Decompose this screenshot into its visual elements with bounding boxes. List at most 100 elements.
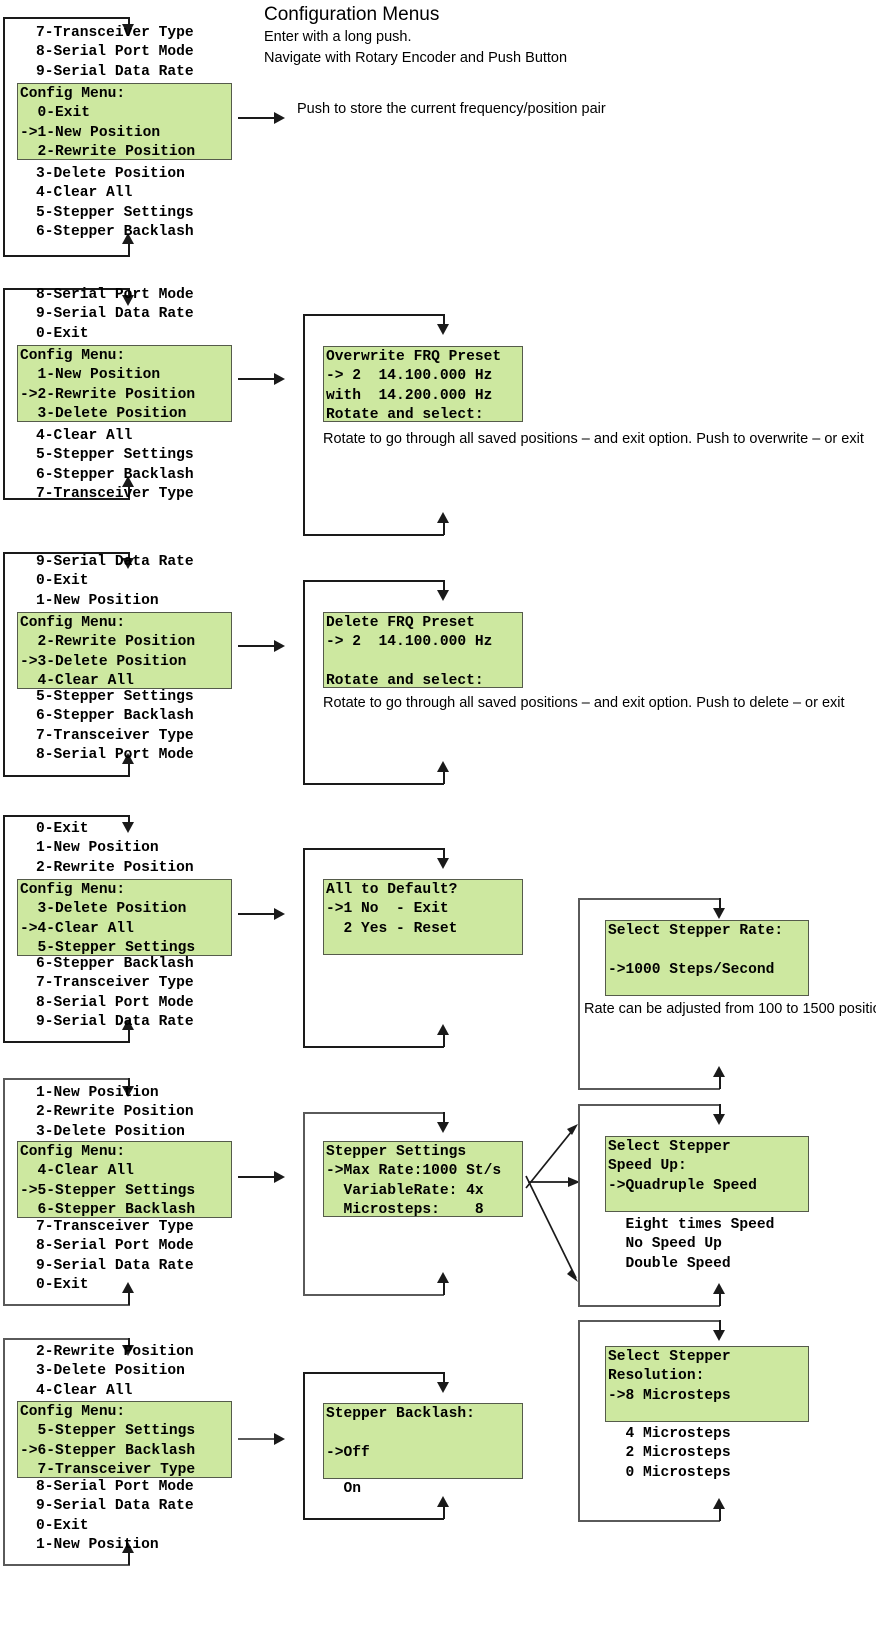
options-stepper-resolution: 4 Microsteps 2 Microsteps 0 Microsteps <box>625 1426 731 1481</box>
connector-2 <box>238 378 276 380</box>
lcd-panel-overwrite-frq <box>323 346 523 422</box>
connector-5 <box>238 1176 276 1178</box>
rate-loop-left <box>578 898 580 1090</box>
detail-loop-top-3 <box>303 580 444 582</box>
arrow-right-6 <box>274 1433 285 1445</box>
detail-down-stub-3 <box>443 580 445 592</box>
speedup-arrow-down <box>713 1114 725 1125</box>
arrow-up-2 <box>122 476 134 487</box>
options-stepper-speedup: Eight times Speed No Speed Up Double Spe… <box>625 1217 775 1272</box>
detail-up-stub-6 <box>443 1507 445 1519</box>
connector-1 <box>238 117 276 119</box>
resolution-loop-left <box>578 1320 580 1522</box>
header-line-2: Navigate with Rotary Encoder and Push Bu… <box>264 50 568 66</box>
loop-left-3 <box>3 552 5 777</box>
lcd-panel-config-menu-2 <box>17 345 232 422</box>
menu-below-3: 5-Stepper Settings 6-Stepper Backlash 7-… <box>36 689 194 763</box>
lcd-text-stepper-speedup: Select Stepper Speed Up: ->Quadruple Spe… <box>608 1139 757 1194</box>
detail-loop-bottom-2 <box>303 534 444 536</box>
menu-above-3: 9-Serial Data Rate 0-Exit 1-New Position <box>36 554 194 609</box>
loop-down-stub-5 <box>128 1078 130 1087</box>
lcd-text-stepper-resolution: Select Stepper Resolution: ->8 Microstep… <box>608 1349 731 1404</box>
detail-loop-left-6 <box>303 1372 305 1520</box>
resolution-loop-top <box>578 1320 720 1322</box>
arrow-down-4 <box>122 822 134 833</box>
lcd-panel-stepper-resolution <box>605 1346 809 1422</box>
detail-down-stub-4 <box>443 848 445 860</box>
lcd-text-2: Config Menu: 1-New Position ->2-Rewrite … <box>20 348 196 422</box>
arrow-right-2 <box>274 373 285 385</box>
arrow-down-3 <box>122 558 134 569</box>
speedup-arrow-up <box>713 1283 725 1294</box>
lcd-text-overwrite-frq: Overwrite FRQ Preset -> 2 14.100.000 Hz … <box>326 349 502 423</box>
detail-arrow-down-5 <box>437 1122 449 1133</box>
arrow-down-6 <box>122 1345 134 1356</box>
detail-up-stub-4 <box>443 1035 445 1047</box>
arrow-up-6 <box>122 1542 134 1553</box>
loop-top-2 <box>3 288 130 290</box>
loop-bottom-6 <box>3 1564 130 1566</box>
detail-loop-top-4 <box>303 848 444 850</box>
detail-arrow-down-3 <box>437 590 449 601</box>
lcd-text-stepper-settings: Stepper Settings ->Max Rate:1000 St/s Va… <box>326 1144 502 1218</box>
arrow-up-1 <box>122 233 134 244</box>
speedup-down-stub <box>719 1104 721 1116</box>
lcd-text-delete-frq: Delete FRQ Preset -> 2 14.100.000 Hz Rot… <box>326 615 493 689</box>
lcd-panel-delete-frq <box>323 612 523 688</box>
menu-below-1: 3-Delete Position 4-Clear All 5-Stepper … <box>36 166 194 240</box>
loop-top-4 <box>3 815 130 817</box>
loop-bottom-2 <box>3 498 130 500</box>
note-stepper-rate: Rate can be adjusted from 100 to 1500 po… <box>584 1001 876 1017</box>
loop-left-6 <box>3 1338 5 1566</box>
page-title: Configuration Menus <box>264 4 440 25</box>
resolution-arrow-down <box>713 1330 725 1341</box>
arrow-down-5 <box>122 1086 134 1097</box>
lcd-panel-all-to-default <box>323 879 523 955</box>
detail-arrow-up-4 <box>437 1024 449 1035</box>
detail-loop-bottom-4 <box>303 1046 444 1048</box>
stepper-settings-fanout-connectors <box>525 1124 580 1282</box>
lcd-panel-config-menu-1 <box>17 83 232 160</box>
loop-top-1 <box>3 17 130 19</box>
speedup-loop-top <box>578 1104 720 1106</box>
lcd-panel-config-menu-4 <box>17 879 232 956</box>
lcd-panel-stepper-speedup <box>605 1136 809 1212</box>
detail-loop-left-4 <box>303 848 305 1048</box>
detail-loop-left-2 <box>303 314 305 536</box>
loop-up-stub-5 <box>128 1293 130 1305</box>
arrow-down-2 <box>122 295 134 306</box>
connector-4 <box>238 913 276 915</box>
loop-bottom-3 <box>3 775 130 777</box>
speedup-up-stub <box>719 1294 721 1306</box>
arrow-right-3 <box>274 640 285 652</box>
loop-up-stub-3 <box>128 764 130 776</box>
loop-down-stub-2 <box>128 288 130 297</box>
arrow-right-1 <box>274 112 285 124</box>
rate-down-stub <box>719 898 721 910</box>
menu-below-5: 7-Transceiver Type 8-Serial Port Mode 9-… <box>36 1219 194 1293</box>
detail-loop-top-6 <box>303 1372 444 1374</box>
rate-arrow-down <box>713 908 725 919</box>
loop-up-stub-4 <box>128 1030 130 1042</box>
lcd-text-4: Config Menu: 3-Delete Position ->4-Clear… <box>20 882 196 956</box>
note-3: Rotate to go through all saved positions… <box>323 695 845 711</box>
detail-arrow-down-4 <box>437 858 449 869</box>
loop-down-stub-4 <box>128 815 130 824</box>
detail-arrow-down-6 <box>437 1382 449 1393</box>
loop-down-stub-6 <box>128 1338 130 1347</box>
loop-bottom-5 <box>3 1304 130 1306</box>
loop-left-5 <box>3 1078 5 1306</box>
loop-bottom-4 <box>3 1041 130 1043</box>
loop-down-stub-1 <box>128 17 130 26</box>
loop-top-6 <box>3 1338 130 1340</box>
arrow-right-4 <box>274 908 285 920</box>
menu-above-1: 7-Transceiver Type 8-Serial Port Mode 9-… <box>36 25 194 80</box>
loop-top-5 <box>3 1078 130 1080</box>
rate-arrow-up <box>713 1066 725 1077</box>
detail-loop-left-5 <box>303 1112 305 1296</box>
lcd-text-5: Config Menu: 4-Clear All ->5-Stepper Set… <box>20 1144 196 1218</box>
detail-down-stub-6 <box>443 1372 445 1384</box>
resolution-loop-bottom <box>578 1520 720 1522</box>
menu-above-5: 1-New Position 2-Rewrite Position 3-Dele… <box>36 1085 194 1140</box>
lcd-text-stepper-backlash: Stepper Backlash: ->Off <box>326 1406 475 1461</box>
